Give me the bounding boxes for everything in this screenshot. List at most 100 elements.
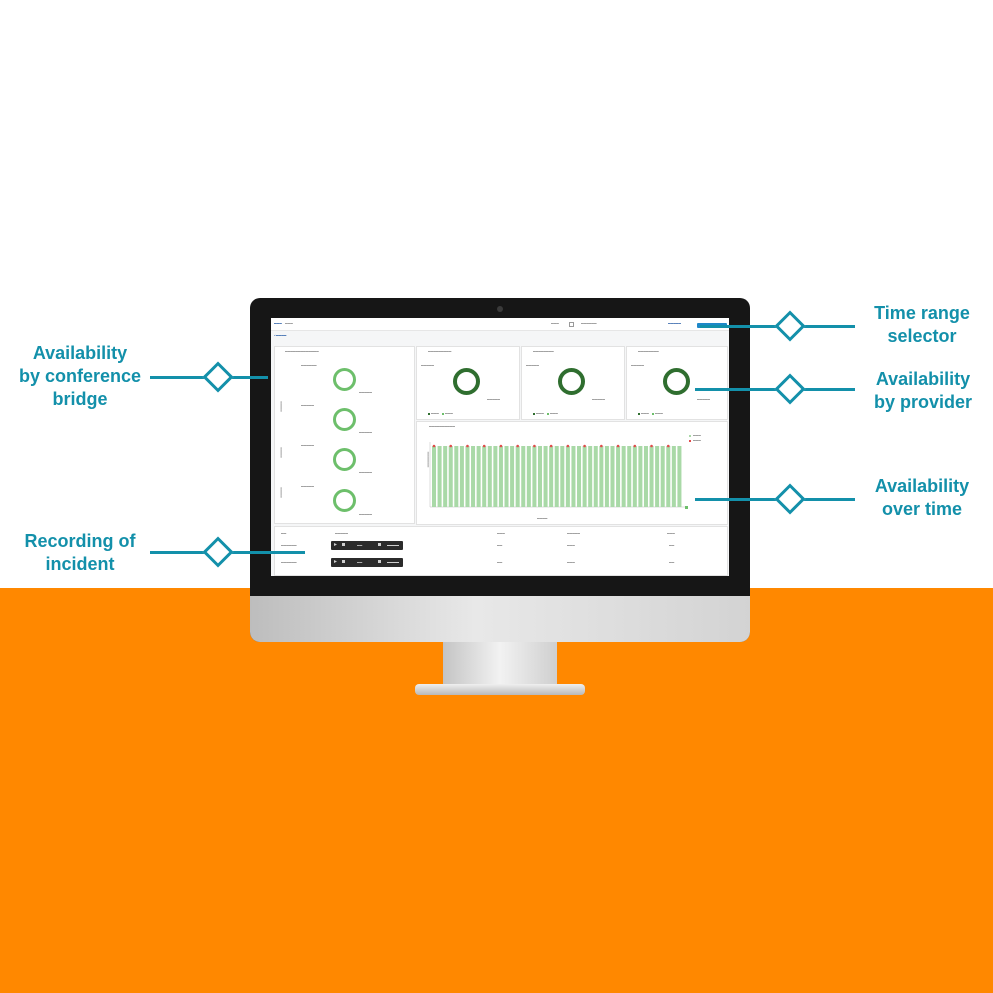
ring-value-scribble: ▬▬▬▬▬	[697, 398, 710, 401]
chart-bar	[621, 446, 626, 507]
callout-diamond-icon	[774, 373, 806, 405]
cell-scribble: ▬▬	[497, 561, 503, 564]
incident-marker	[499, 444, 503, 448]
legend-swatch-unavailable	[547, 413, 549, 415]
incident-marker	[633, 444, 637, 448]
callout-diamond-icon	[202, 361, 234, 393]
app-title-scribble: ▬▬▬	[274, 322, 282, 325]
ring-value-scribble: ▬▬▬▬▬	[359, 471, 372, 474]
column-header: ▬▬▬	[497, 532, 505, 535]
refresh-link[interactable]: ▬▬▬	[551, 322, 559, 325]
chart-bar	[565, 446, 570, 507]
legend-swatch-unavailable	[442, 413, 444, 415]
provider-availability-card: ▬▬▬▬▬▬▬▬▬ ▬▬▬▬▬ ▬▬▬▬▬ ▬▬▬ ▬▬▬	[416, 346, 520, 420]
incident-marker	[666, 444, 670, 448]
time-readout-scribble: ▬▬	[357, 560, 363, 564]
date-range-text[interactable]: ▬▬▬▬▬▬	[581, 322, 597, 325]
legend-label-scribble: ▬▬▬	[693, 439, 701, 442]
breadcrumb[interactable]: ◂ ▬▬▬▬	[274, 334, 287, 337]
calendar-icon[interactable]	[569, 322, 574, 327]
chart-bar	[627, 446, 632, 507]
chart-bar	[476, 446, 481, 507]
chart-bar	[616, 446, 621, 507]
bridge-availability-card: ▬▬▬▬▬▬▬▬▬▬▬▬▬ ▬▬▬▬ ▬▬▬▬ ▬▬▬▬ ▬▬▬▬▬▬ ▬▬▬▬…	[274, 346, 415, 524]
chart-bar	[604, 446, 609, 507]
callout-text: Availability	[874, 476, 970, 496]
legend-swatch-available	[638, 413, 640, 415]
provider-availability-ring	[558, 368, 585, 395]
stop-icon[interactable]	[342, 560, 345, 563]
callout-recording: Recording of incident	[10, 530, 150, 576]
chart-bar	[526, 446, 531, 507]
cell-scribble: ▬▬▬	[567, 544, 575, 547]
ring-label: ▬▬▬▬▬	[301, 485, 314, 488]
chart-bar	[498, 446, 503, 507]
ring-label: ▬▬▬▬▬	[526, 364, 539, 367]
incident-recording-player[interactable]: ▬▬	[331, 558, 403, 567]
legend-label-scribble: ▬▬▬	[550, 412, 558, 415]
play-icon[interactable]	[334, 543, 337, 546]
chart-bar	[471, 446, 476, 507]
callout-text: by provider	[873, 392, 973, 412]
chart-bar	[560, 446, 565, 507]
chart-bar	[437, 446, 442, 507]
chart-bar	[582, 446, 587, 507]
volume-slider[interactable]	[387, 545, 399, 546]
chart-bar	[532, 446, 537, 507]
legend-label-scribble: ▬▬▬	[693, 434, 701, 437]
chart-bar	[593, 446, 598, 507]
incident-recording-player[interactable]: ▬▬	[331, 541, 403, 550]
column-header: ▬▬	[281, 532, 287, 535]
stop-icon[interactable]	[342, 543, 345, 546]
chart-bar	[459, 446, 464, 507]
axis-label-scribble: ▬▬▬▬	[279, 401, 283, 412]
volume-icon[interactable]	[378, 543, 381, 546]
incident-marker	[516, 444, 519, 448]
legend-swatch-unavailable	[652, 413, 654, 415]
row-date-scribble: ▬▬▬▬▬▬	[281, 561, 297, 564]
availability-over-time-card: ▬▬▬▬▬▬▬▬▬▬ ▬▬▬▬▬▬ ▬▬▬▬ ▬▬▬ ▬▬▬	[416, 421, 728, 525]
chart-bar	[655, 446, 660, 507]
legend-label-scribble: ▬▬▬	[536, 412, 544, 415]
monitor-stand	[443, 642, 557, 688]
column-header: ▬▬▬	[667, 532, 675, 535]
chart-bar	[632, 446, 637, 507]
chart-bar	[577, 446, 582, 507]
x-axis-label-scribble: ▬▬▬▬	[537, 517, 548, 520]
callout-text: by conference	[18, 366, 142, 386]
callout-provider: Availability by provider	[858, 368, 988, 414]
y-axis-label-scribble: ▬▬▬▬▬▬	[426, 451, 430, 468]
volume-slider[interactable]	[387, 562, 399, 563]
provider-availability-card: ▬▬▬▬▬▬▬▬ ▬▬▬▬▬ ▬▬▬▬▬ ▬▬▬ ▬▬▬	[521, 346, 625, 420]
time-range-link[interactable]: ▬▬▬▬▬	[668, 322, 681, 325]
incident-marker	[600, 444, 603, 448]
callout-text: over time	[881, 499, 963, 519]
app-subtitle-scribble: ▬▬▬	[285, 322, 293, 325]
chart-bar	[666, 446, 671, 507]
bars-group	[432, 444, 682, 507]
chart-bar	[599, 446, 604, 507]
callout-diamond-icon	[774, 483, 806, 515]
chart-bar	[521, 446, 526, 507]
callout-bridge: Availability by conference bridge	[10, 342, 150, 411]
legend-label-scribble: ▬▬▬	[445, 412, 453, 415]
chart-bar	[465, 446, 470, 507]
ring-label: ▬▬▬▬▬	[421, 364, 434, 367]
scrollbar-handle[interactable]	[685, 506, 688, 509]
incident-marker	[482, 444, 486, 448]
legend-swatch-available	[533, 413, 535, 415]
chart-bar	[454, 446, 459, 507]
incident-marker	[449, 444, 453, 448]
monitor-chin	[250, 596, 750, 642]
legend-swatch-available	[689, 435, 691, 437]
cell-scribble: ▬▬▬	[567, 561, 575, 564]
incident-marker	[583, 444, 586, 448]
incident-marker	[650, 444, 653, 448]
play-icon[interactable]	[334, 560, 337, 563]
ring-value-scribble: ▬▬▬▬▬	[592, 398, 605, 401]
volume-icon[interactable]	[378, 560, 381, 563]
ring-label: ▬▬▬▬▬	[631, 364, 644, 367]
chart-bar	[482, 446, 487, 507]
callout-diamond-icon	[202, 536, 234, 568]
chart-bar	[537, 446, 542, 507]
